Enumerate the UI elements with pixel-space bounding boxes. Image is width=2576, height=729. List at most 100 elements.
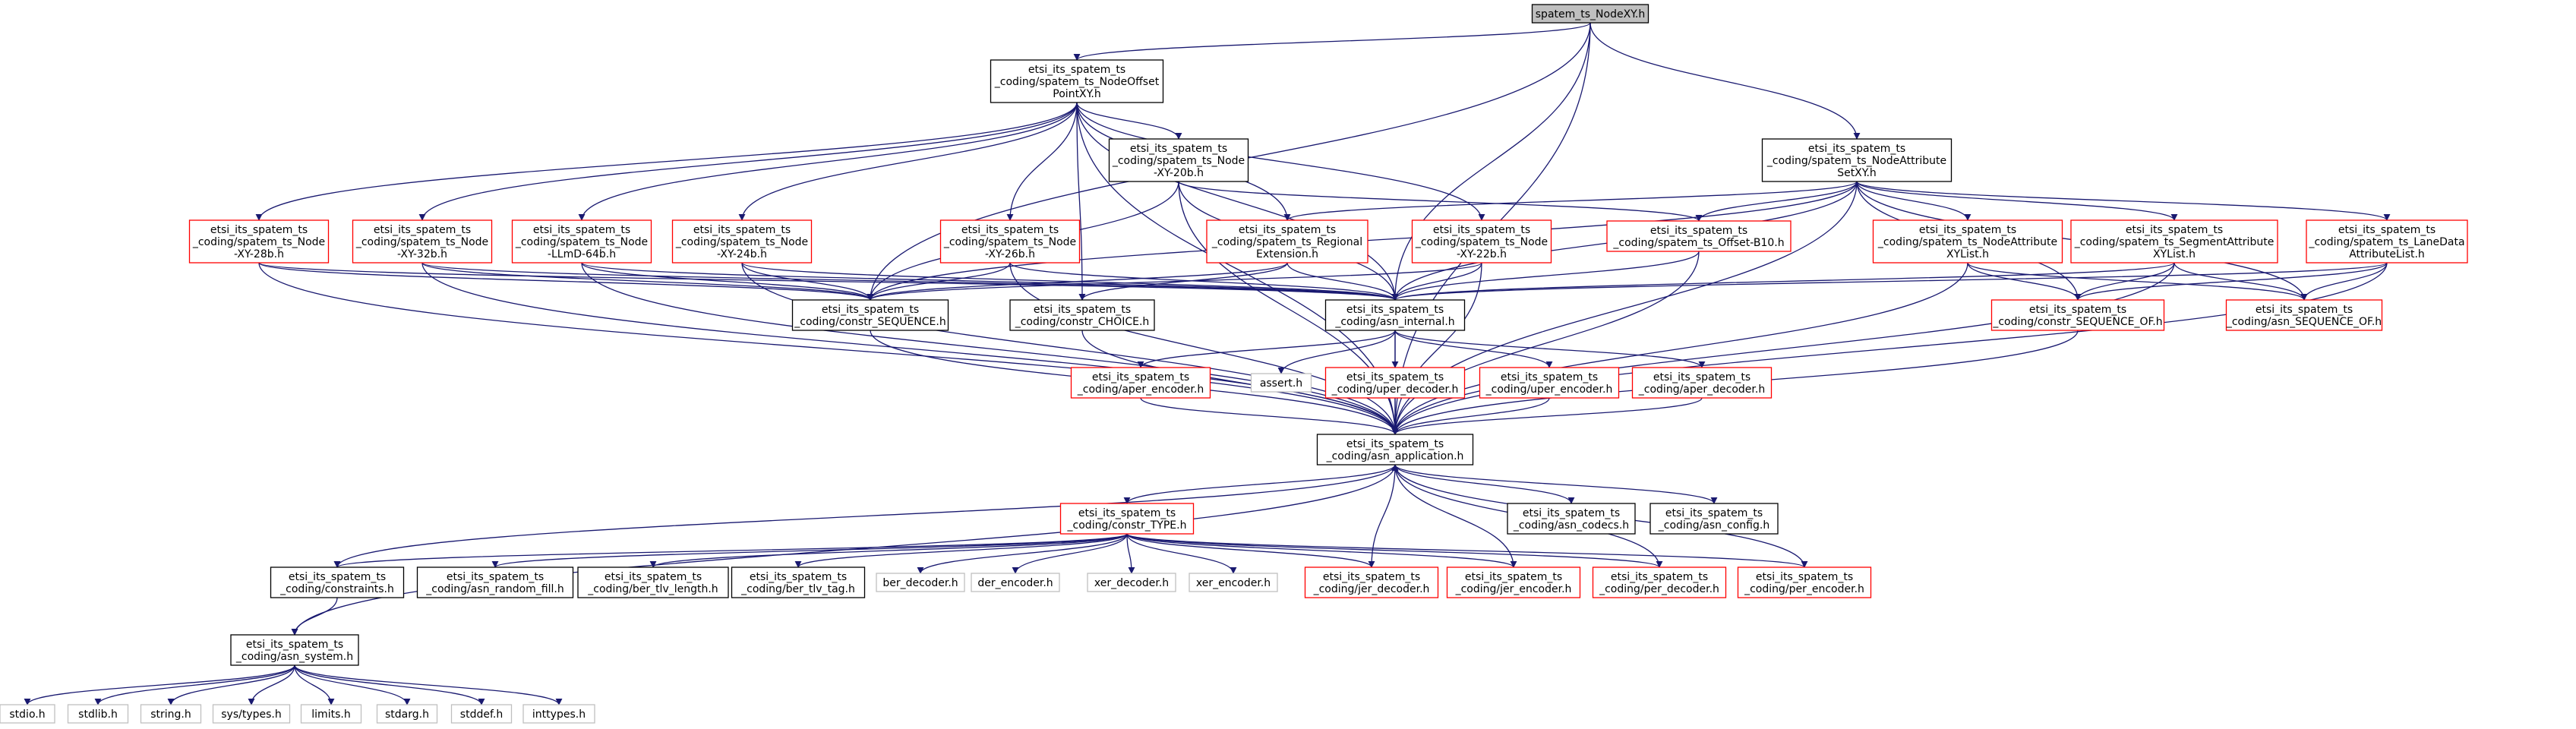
node-constrseq[interactable]: etsi_its_spatem_ts_coding/constr_SEQUENC…	[791, 299, 949, 331]
node-aperenc[interactable]: etsi_its_spatem_ts_coding/aper_encoder.h	[1070, 367, 1211, 399]
node-limits: limits.h	[300, 704, 362, 724]
edge-xy26-to-constrseq	[867, 262, 1011, 301]
node-label-line: _coding/spatem_ts_NodeAttribute	[1877, 236, 2057, 248]
edge-root-to-nodeoffset	[1073, 22, 1591, 61]
edge-constrtype-to-bertlvlen	[649, 533, 1128, 568]
edge-constrtype-to-xerdec	[1126, 533, 1135, 574]
node-xy26[interactable]: etsi_its_spatem_ts_coding/spatem_ts_Node…	[939, 219, 1081, 264]
node-label-line: etsi_its_spatem_ts	[2126, 224, 2223, 236]
node-uperdec[interactable]: etsi_its_spatem_ts_coding/uper_decoder.h	[1324, 367, 1466, 399]
node-label-line: etsi_its_spatem_ts	[1653, 371, 1750, 383]
edge-constrtype-to-constraints	[333, 533, 1128, 568]
edge-jerdec-to-asnapp	[1371, 464, 1399, 568]
edge-xy28-to-constrseq	[258, 262, 874, 301]
node-label-line: etsi_its_spatem_ts	[1130, 143, 1227, 155]
node-label-line: -XY-22b.h	[1457, 248, 1507, 260]
edge-asnsystem-to-inttypes	[294, 664, 563, 705]
node-box	[0, 704, 55, 724]
node-randomfill[interactable]: etsi_its_spatem_ts_coding/asn_random_fil…	[416, 566, 574, 598]
edge-constrtype-to-jerdec	[1126, 533, 1375, 568]
node-box	[1304, 566, 1439, 598]
node-constrtype[interactable]: etsi_its_spatem_ts_coding/constr_TYPE.h	[1059, 503, 1195, 535]
edge-llmd64-to-constrseq	[581, 262, 874, 301]
edge-nodeattrset-to-nodeattrlist	[1856, 181, 1971, 221]
node-asninternal[interactable]: etsi_its_spatem_ts_coding/asn_internal.h	[1324, 299, 1466, 331]
node-xerenc: xer_encoder.h	[1189, 573, 1278, 592]
node-label-line: etsi_its_spatem_ts	[1034, 304, 1131, 316]
edge-nodeoffset-to-xy26	[1006, 102, 1078, 221]
node-constrchoice[interactable]: etsi_its_spatem_ts_coding/constr_CHOICE.…	[1009, 299, 1155, 331]
node-xy20[interactable]: etsi_its_spatem_ts_coding/spatem_ts_Node…	[1108, 138, 1249, 182]
node-label-line: _coding/aper_encoder.h	[1077, 383, 1204, 396]
edge-constrtype-to-bertlvtag	[794, 533, 1128, 568]
node-aperdec[interactable]: etsi_its_spatem_ts_coding/aper_decoder.h	[1631, 367, 1773, 399]
node-label-line: xer_encoder.h	[1196, 577, 1271, 589]
node-regional[interactable]: etsi_its_spatem_ts_coding/spatem_ts_Regi…	[1206, 219, 1368, 264]
node-label-line: etsi_its_spatem_ts	[1650, 225, 1747, 237]
node-bertlvlen[interactable]: etsi_its_spatem_ts_coding/ber_tlv_length…	[577, 566, 729, 598]
node-box	[1761, 138, 1953, 182]
node-label-line: etsi_its_spatem_ts	[533, 224, 630, 236]
edge-xy22-to-constrseq	[867, 262, 1482, 301]
node-xy24[interactable]: etsi_its_spatem_ts_coding/spatem_ts_Node…	[671, 219, 813, 264]
node-nodeattrset[interactable]: etsi_its_spatem_ts_coding/spatem_ts_Node…	[1761, 138, 1953, 182]
node-label-line: _coding/uper_encoder.h	[1485, 383, 1613, 396]
node-constraints[interactable]: etsi_its_spatem_ts_coding/constraints.h	[270, 566, 405, 598]
edge-asnapp-to-asnconfig	[1394, 464, 1718, 504]
node-offsetb10[interactable]: etsi_its_spatem_ts_coding/spatem_ts_Offs…	[1606, 220, 1792, 252]
node-label-line: XYList.h	[2153, 248, 2196, 260]
node-box	[939, 219, 1081, 264]
node-asnconfig[interactable]: etsi_its_spatem_ts_coding/asn_config.h	[1649, 503, 1779, 535]
node-bertlvtag[interactable]: etsi_its_spatem_ts_coding/ber_tlv_tag.h	[731, 566, 866, 598]
node-label-line: _coding/spatem_ts_Node	[675, 236, 808, 248]
node-nodeattrlist[interactable]: etsi_its_spatem_ts_coding/spatem_ts_Node…	[1872, 219, 2063, 264]
node-llmd64[interactable]: etsi_its_spatem_ts_coding/spatem_ts_Node…	[511, 219, 652, 264]
node-root[interactable]: spatem_ts_NodeXY.h	[1531, 4, 1649, 24]
node-segattrlist[interactable]: etsi_its_spatem_ts_coding/spatem_ts_Segm…	[2070, 219, 2278, 264]
node-perdec[interactable]: etsi_its_spatem_ts_coding/per_decoder.h	[1592, 566, 1727, 598]
node-asncodecs[interactable]: etsi_its_spatem_ts_coding/asn_codecs.h	[1507, 503, 1636, 535]
node-label-line: _coding/spatem_ts_LaneData	[2308, 236, 2464, 248]
edge-llmd64-to-asnapp	[581, 262, 1399, 435]
node-box	[1324, 299, 1466, 331]
node-jerenc[interactable]: etsi_its_spatem_ts_coding/jer_encoder.h	[1446, 566, 1581, 598]
node-xy22[interactable]: etsi_its_spatem_ts_coding/spatem_ts_Node…	[1411, 219, 1552, 264]
edge-xy22-to-asninternal	[1391, 262, 1482, 301]
node-stdlib: stdlib.h	[67, 704, 129, 724]
edge-xy24-to-constrseq	[741, 262, 874, 301]
node-asnsystem[interactable]: etsi_its_spatem_ts_coding/asn_system.h	[230, 634, 359, 666]
node-box	[188, 219, 330, 264]
edge-constrtype-to-perenc	[1126, 533, 1808, 568]
node-box	[1250, 373, 1312, 393]
node-uperenc[interactable]: etsi_its_spatem_ts_coding/uper_encoder.h	[1479, 367, 1620, 399]
node-box	[1990, 299, 2165, 331]
edge-asninternal-to-uperenc	[1394, 330, 1553, 368]
edge-segattrlist-to-asninternal	[1391, 262, 2175, 301]
edge-nodeoffset-to-xy32	[418, 102, 1078, 221]
edge-asnapp-to-constraints	[333, 464, 1396, 568]
node-asnapp[interactable]: etsi_its_spatem_ts_coding/asn_applicatio…	[1316, 434, 1474, 465]
node-box	[2225, 299, 2383, 331]
node-label-line: sys/types.h	[221, 708, 281, 721]
node-xy28[interactable]: etsi_its_spatem_ts_coding/spatem_ts_Node…	[188, 219, 330, 264]
node-label-line: etsi_its_spatem_ts	[1092, 371, 1189, 383]
node-box	[1059, 503, 1195, 535]
edge-xy26-to-asninternal	[1009, 262, 1399, 301]
node-label-line: etsi_its_spatem_ts	[1346, 438, 1444, 450]
node-label-line: _coding/jer_decoder.h	[1313, 583, 1430, 595]
node-label-line: AttributeList.h	[2349, 248, 2425, 260]
node-label-line: etsi_its_spatem_ts	[1433, 224, 1530, 236]
edge-lanedata-to-asnseqof	[2300, 262, 2388, 301]
node-asnseqof[interactable]: etsi_its_spatem_ts_coding/asn_SEQUENCE_O…	[2225, 299, 2383, 331]
node-jerdec[interactable]: etsi_its_spatem_ts_coding/jer_decoder.h	[1304, 566, 1439, 598]
node-constrseqof[interactable]: etsi_its_spatem_ts_coding/constr_SEQUENC…	[1990, 299, 2165, 331]
node-lanedata[interactable]: etsi_its_spatem_ts_coding/spatem_ts_Lane…	[2306, 219, 2468, 264]
node-label-line: _coding/constr_SEQUENCE.h	[794, 316, 945, 328]
node-label-line: XYList.h	[1946, 248, 1989, 260]
node-xy32[interactable]: etsi_its_spatem_ts_coding/spatem_ts_Node…	[352, 219, 493, 264]
node-perenc[interactable]: etsi_its_spatem_ts_coding/per_encoder.h	[1737, 566, 1872, 598]
edge-asnsystem-to-stdio	[24, 664, 295, 705]
edge-asninternal-to-aperdec	[1394, 330, 1706, 368]
node-label-line: ber_decoder.h	[882, 577, 958, 589]
node-nodeoffset[interactable]: etsi_its_spatem_ts_coding/spatem_ts_Node…	[990, 59, 1164, 103]
